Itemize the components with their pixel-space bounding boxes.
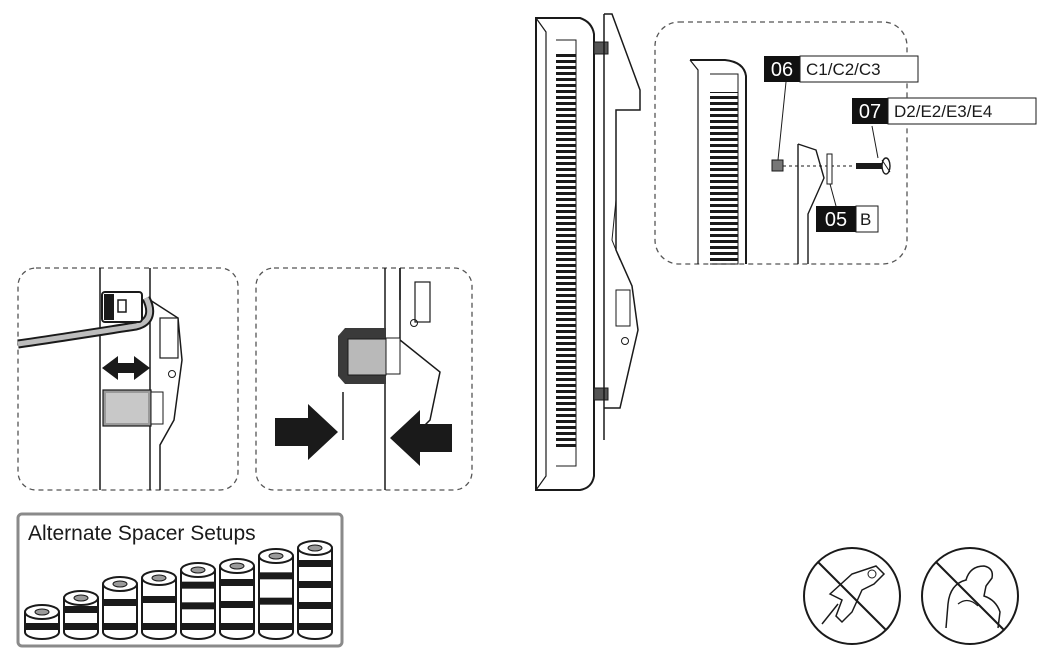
screw-d-part	[856, 157, 891, 175]
no-power-drill-warning	[803, 547, 901, 645]
callout-05: 05 B	[816, 205, 879, 233]
screw-hole-icon	[410, 319, 418, 327]
mount-stud	[593, 387, 609, 401]
bracket-plate	[797, 143, 825, 264]
screw-hole-icon	[168, 370, 176, 378]
dashed-detail-frame	[255, 267, 473, 491]
spacer-row	[24, 540, 333, 640]
display-side-view	[535, 13, 641, 491]
detail-panel-cable-clearance	[17, 267, 239, 491]
spacer-stack	[219, 558, 255, 640]
callout-07: 07 D2/E2/E3/E4	[852, 97, 1037, 125]
washer-b-part	[826, 153, 833, 185]
double-arrow-icon	[102, 356, 150, 380]
alternate-spacer-box: Alternate Spacer Setups	[16, 512, 344, 648]
spacer-block	[338, 328, 401, 384]
dashed-detail-frame	[654, 21, 908, 265]
hardware-detail-panel	[654, 21, 908, 265]
mount-stud	[593, 41, 609, 55]
screw-hole-icon	[621, 337, 629, 345]
spacer-stack	[297, 540, 333, 640]
callout-text: B	[860, 210, 871, 229]
spacer-c-part	[771, 159, 784, 172]
spacer-stack	[24, 604, 60, 640]
display-vents	[556, 54, 576, 448]
spacer-stack	[102, 576, 138, 640]
callout-06: 06 C1/C2/C3	[764, 55, 919, 83]
spacer-stack	[258, 548, 294, 640]
arrow-left-icon	[390, 410, 452, 466]
cable-plug-icon	[101, 291, 143, 323]
display-vents	[710, 92, 738, 264]
arrow-right-icon	[275, 404, 338, 460]
callout-number: 06	[771, 59, 793, 81]
callout-number: 05	[825, 209, 847, 231]
bracket-profile	[149, 299, 183, 490]
spacer-box-title: Alternate Spacer Setups	[28, 522, 256, 545]
detail-panel-spacer-fit	[255, 267, 473, 491]
callout-number: 07	[859, 101, 881, 123]
callout-text: D2/E2/E3/E4	[894, 102, 992, 121]
dashed-detail-frame	[17, 267, 239, 491]
spacer-stack	[141, 570, 177, 640]
spacer-stack	[180, 562, 216, 640]
callout-text: C1/C2/C3	[806, 60, 881, 79]
spacer-stack	[63, 590, 99, 640]
wall-bracket	[604, 13, 641, 409]
no-excessive-force-warning	[921, 547, 1019, 645]
